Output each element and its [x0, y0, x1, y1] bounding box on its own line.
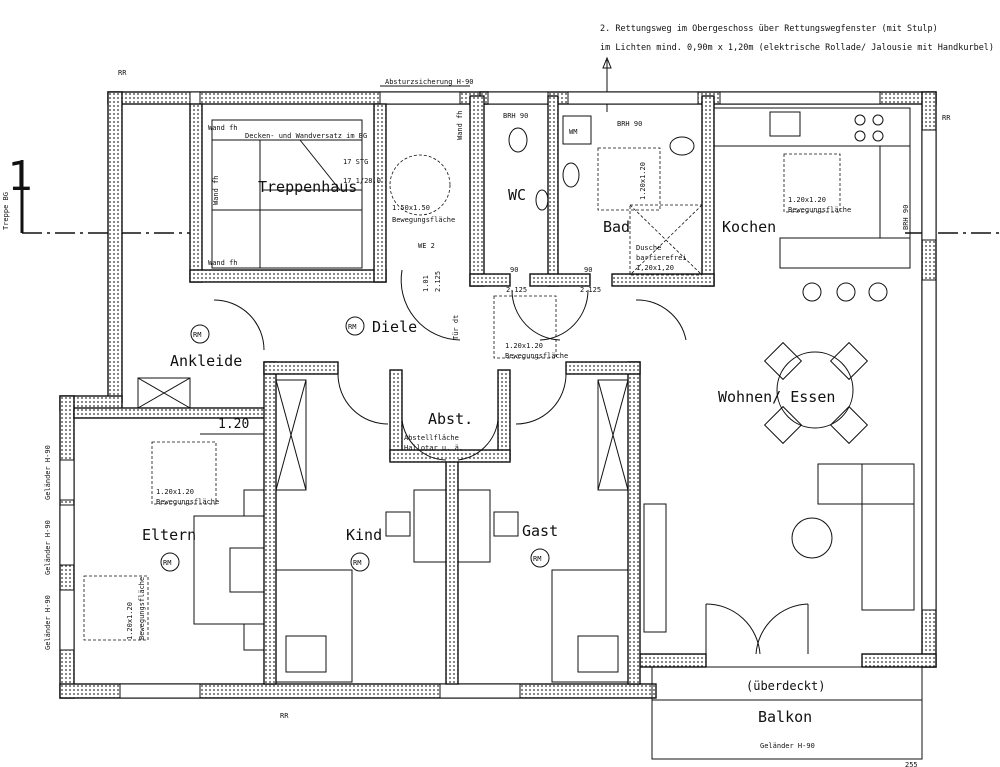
move-area-eltern: 1.20x1.20 — [156, 488, 194, 496]
wall-balcony-left — [639, 653, 707, 668]
room-abst: Abst. — [428, 410, 473, 428]
escape-note-line1: 2. Rettungsweg im Obergeschoss über Rett… — [600, 24, 938, 34]
door-90-bad: 90 — [584, 266, 592, 274]
room-balkon: Balkon — [758, 708, 812, 726]
room-gast: Gast — [522, 522, 558, 540]
move-area-stair-label: Bewegungsfläche — [392, 216, 455, 224]
abstell-2: Hallotar u. ä. — [404, 444, 463, 452]
gelaender-left-3: Geländer H-90 — [44, 595, 52, 650]
gelaender-left-2: Geländer H-90 — [44, 520, 52, 575]
move-area-kitchen: 1.20x1.20 — [788, 196, 826, 204]
room-eltern: Eltern — [142, 526, 196, 544]
brh90-kitchen: BRH 90 — [902, 205, 910, 230]
rm-gast: RM — [533, 555, 541, 563]
room-wc: WC — [508, 186, 526, 204]
rm-eltern: RM — [163, 559, 171, 567]
washing-machine: WM — [569, 128, 577, 136]
abstell-1: Abstellfläche — [404, 434, 459, 442]
door-2125-a: 2.125 — [434, 271, 442, 292]
dusche-1: Dusche — [636, 244, 661, 252]
we2-label: WE 2 — [418, 242, 435, 250]
room-wohnen: Wohnen/ Essen — [718, 388, 835, 406]
dim-cut-label: 255 — [905, 761, 918, 767]
door-2125-bad: 2.125 — [580, 286, 601, 294]
stair-ratio: 17 1/28.0 — [343, 177, 381, 185]
move-area-eltern2-label: Bewegungsfläche — [138, 577, 146, 640]
dusche-3: 1,20x1,20 — [636, 264, 674, 272]
move-area-diele: 1.20x1.20 — [505, 342, 543, 350]
move-area-kitchen-label: Bewegungsfläche — [788, 206, 851, 214]
stair-side-label: Treppe BG — [2, 192, 10, 230]
brh90-bad: BRH 90 — [617, 120, 642, 128]
room-treppenhaus: Treppenhaus — [258, 178, 357, 196]
room-ankleide: Ankleide — [170, 352, 242, 370]
gelaender-balkon: Geländer H-90 — [760, 742, 815, 750]
decken-versatz: Decken- und Wandversatz im BG — [245, 132, 367, 140]
wand-fh-2: Wand fh — [208, 259, 238, 267]
rm-ankleide: RM — [193, 331, 201, 339]
rm-kind: RM — [353, 559, 361, 567]
dim-120: 1.20 — [218, 417, 249, 432]
dusche-2: barrierefrei — [636, 254, 687, 262]
door-90-wc: 90 — [510, 266, 518, 274]
move-area-diele-label: Bewegungsfläche — [505, 352, 568, 360]
move-area-eltern2: 1.20x1.20 — [126, 602, 134, 640]
move-area-bad: 1.20x1.20 — [639, 162, 647, 200]
rr-label-top: RR — [118, 69, 127, 77]
rm-diele: RM — [348, 323, 356, 331]
wall-left-upper — [107, 91, 123, 403]
wand-fh-1: Wand fh — [208, 124, 238, 132]
door-101: 1.01 — [422, 275, 430, 292]
door-2125-wc: 2.125 — [506, 286, 527, 294]
wand-fh-4: Wand fh — [456, 110, 464, 140]
wall-right-bottom — [861, 653, 937, 668]
rr-label-bottom: RR — [280, 712, 289, 720]
room-kochen: Kochen — [722, 218, 776, 236]
room-diele: Diele — [372, 318, 417, 336]
tuer-dt: Tür dt — [452, 315, 460, 340]
gelaender-left-1: Geländer H-90 — [44, 445, 52, 500]
escape-note-line2: im Lichten mind. 0,90m x 1,20m (elektris… — [600, 43, 994, 53]
stair-steps: 17 STG — [343, 158, 368, 166]
rr-label-right: RR — [942, 114, 951, 122]
balkon-covered: (überdeckt) — [746, 679, 825, 693]
wand-fh-3: Wand fh — [212, 175, 220, 205]
room-kind: Kind — [346, 526, 382, 544]
brh90-wc: BRH 90 — [503, 112, 528, 120]
room-bad: Bad — [603, 218, 630, 236]
move-area-eltern-label: Bewegungsfläche — [156, 498, 219, 506]
move-area-stair: 1.50x1.50 — [392, 204, 430, 212]
fall-protection-label: Absturzsicherung H-90 — [385, 78, 474, 86]
